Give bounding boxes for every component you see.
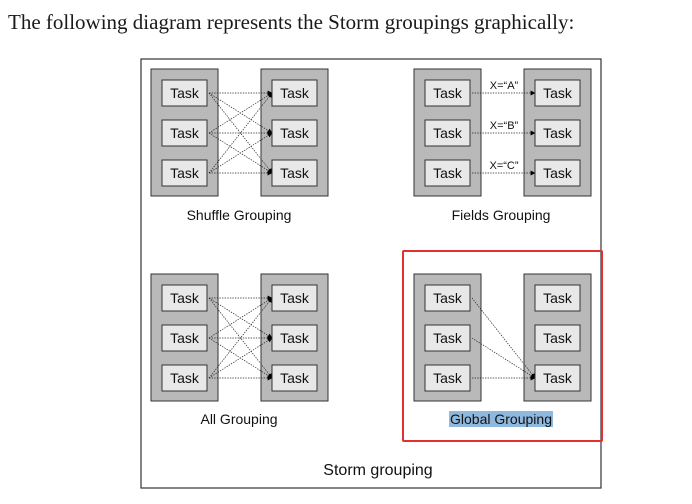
connection-line — [208, 92, 273, 174]
task-box — [424, 284, 471, 312]
connection-line — [471, 297, 536, 379]
task-label: Task — [433, 85, 463, 101]
highlight-box — [402, 250, 603, 442]
task-label: Task — [280, 85, 310, 101]
task-label: Task — [543, 165, 573, 181]
task-box — [534, 159, 581, 187]
connection-line — [471, 337, 536, 379]
task-label: Task — [170, 370, 200, 386]
task-box — [271, 159, 318, 187]
task-label: Task — [543, 330, 573, 346]
task-label: Task — [170, 290, 200, 306]
task-box — [534, 119, 581, 147]
all-grouping-caption: All Grouping — [200, 411, 278, 427]
task-label: Task — [433, 125, 463, 141]
task-box — [161, 79, 208, 107]
task-label: Task — [433, 370, 463, 386]
task-label: Task — [280, 370, 310, 386]
task-label: Task — [543, 85, 573, 101]
task-label: Task — [543, 290, 573, 306]
task-label: Task — [170, 165, 200, 181]
global-grouping-caption: Global Grouping — [449, 411, 553, 427]
task-box — [271, 364, 318, 392]
task-label: Task — [543, 370, 573, 386]
task-box — [534, 79, 581, 107]
connection-line — [208, 297, 273, 339]
task-box — [161, 364, 208, 392]
task-label: Task — [280, 125, 310, 141]
fields-grouping-caption: Fields Grouping — [451, 207, 551, 223]
connection-line — [208, 297, 273, 379]
task-box — [271, 119, 318, 147]
field-value-label: X=“B” — [490, 120, 519, 132]
task-box — [424, 119, 471, 147]
task-label: Task — [433, 290, 463, 306]
task-box — [424, 159, 471, 187]
task-box — [271, 324, 318, 352]
task-label: Task — [280, 290, 310, 306]
task-box — [161, 324, 208, 352]
task-box — [534, 364, 581, 392]
task-label: Task — [433, 330, 463, 346]
task-box — [161, 284, 208, 312]
task-box — [271, 79, 318, 107]
connection-line — [208, 337, 273, 379]
connection-line — [208, 92, 273, 134]
task-box — [534, 324, 581, 352]
task-label: Task — [170, 125, 200, 141]
task-label: Task — [280, 330, 310, 346]
task-box — [424, 324, 471, 352]
field-value-label: X=“C” — [489, 160, 518, 172]
task-box — [161, 159, 208, 187]
storm-grouping-caption: Storm grouping — [323, 462, 433, 479]
connection-line — [208, 297, 273, 379]
task-label: Task — [170, 330, 200, 346]
connection-line — [208, 132, 273, 174]
task-label: Task — [280, 165, 310, 181]
task-box — [424, 79, 471, 107]
task-box — [424, 364, 471, 392]
task-box — [161, 119, 208, 147]
shuffle-grouping-caption: Shuffle Grouping — [186, 207, 292, 223]
task-label: Task — [433, 165, 463, 181]
field-value-label: X=“A” — [490, 80, 519, 92]
connection-line — [208, 92, 273, 174]
task-label: Task — [543, 125, 573, 141]
task-label: Task — [170, 85, 200, 101]
intro-text: The following diagram represents the Sto… — [8, 10, 575, 34]
task-box — [534, 284, 581, 312]
task-box — [271, 284, 318, 312]
